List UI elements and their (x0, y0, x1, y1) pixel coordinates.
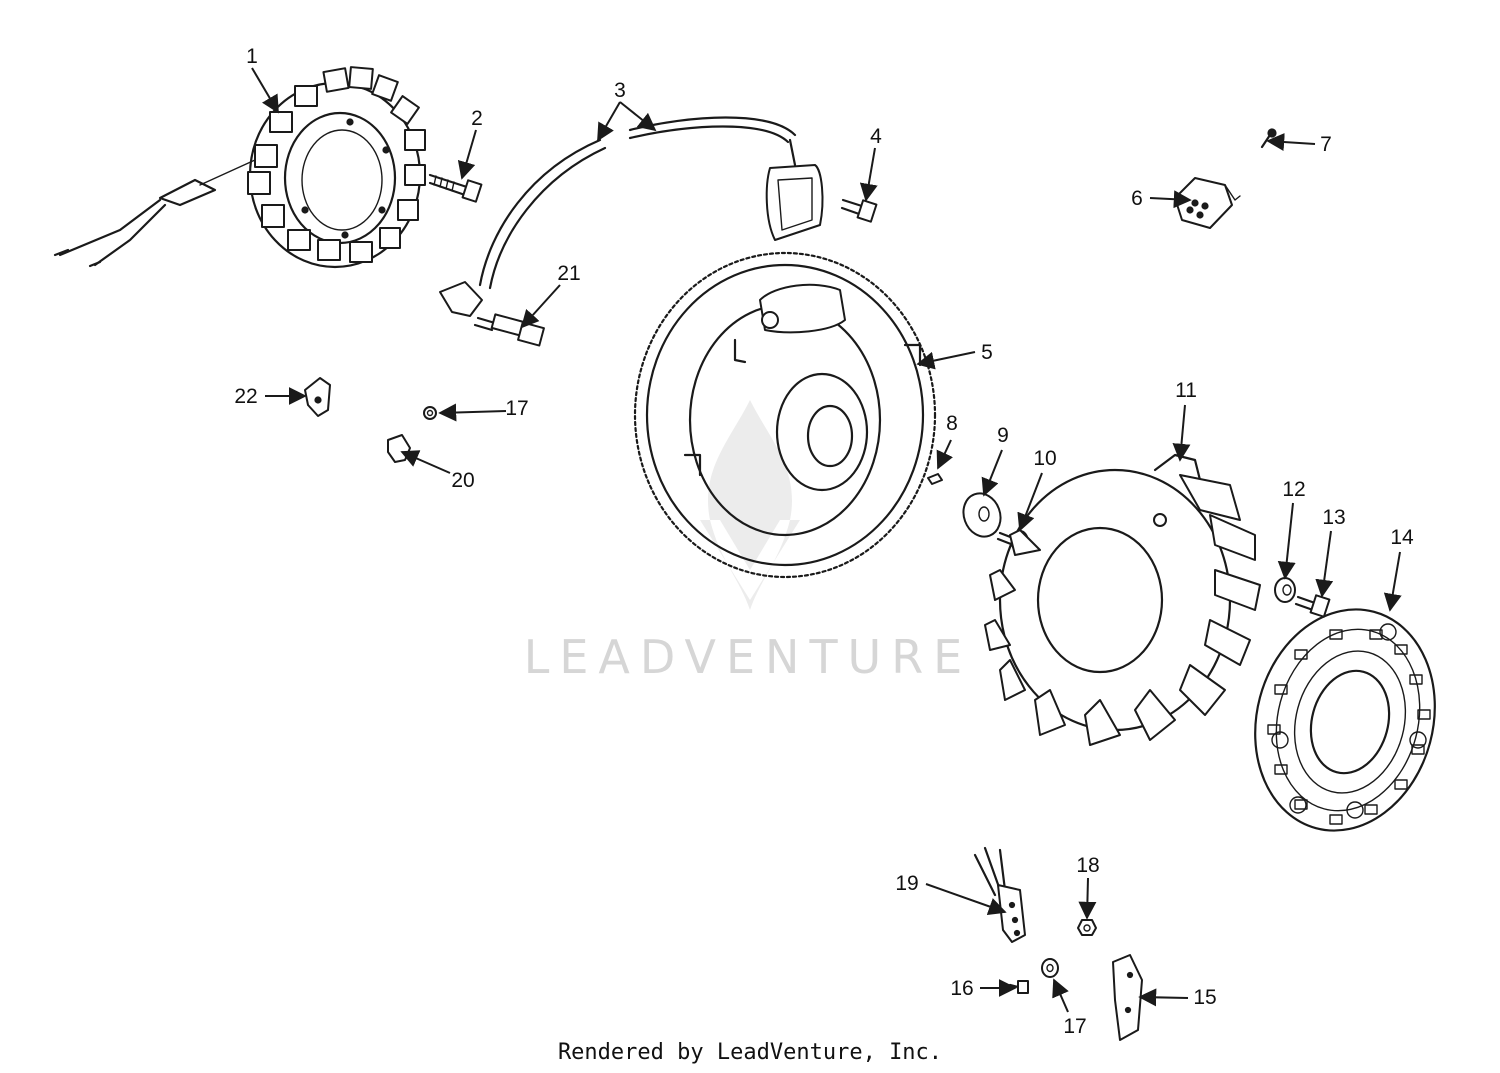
part-bolt-2[interactable] (428, 173, 483, 203)
callout-labels: 1 2 3 4 5 6 7 8 9 10 11 12 13 14 15 16 1… (234, 45, 1414, 1038)
part-clip-20[interactable] (387, 434, 411, 463)
leadventure-logo-icon (700, 400, 800, 610)
callout-19: 19 (895, 872, 918, 895)
callout-17-lower: 17 (1063, 1015, 1086, 1038)
part-spark-plug[interactable] (473, 313, 545, 347)
callout-6: 6 (1131, 187, 1143, 210)
part-key[interactable] (927, 473, 943, 485)
callout-8: 8 (946, 412, 958, 435)
callout-7: 7 (1320, 133, 1332, 156)
leader-lines (251, 67, 1402, 1013)
part-bolt-13[interactable] (1294, 594, 1331, 618)
callout-12: 12 (1282, 478, 1305, 501)
callout-15: 15 (1193, 986, 1216, 1009)
callout-16: 16 (950, 977, 973, 1000)
callout-21: 21 (557, 262, 580, 285)
part-screen[interactable] (1231, 589, 1459, 851)
callout-4: 4 (870, 125, 882, 148)
part-ignition-lead[interactable] (439, 116, 824, 317)
callout-9: 9 (997, 424, 1009, 447)
callout-3: 3 (614, 79, 626, 102)
callout-5: 5 (981, 341, 993, 364)
part-terminal-bracket[interactable] (973, 846, 1026, 943)
part-bolt-4[interactable] (840, 198, 878, 223)
part-clip-22[interactable] (304, 377, 331, 417)
part-stator[interactable] (53, 66, 426, 269)
leadventure-watermark: LEADVENTURE (524, 400, 973, 684)
part-flywheel[interactable] (633, 251, 937, 579)
callout-17-upper: 17 (505, 397, 528, 420)
watermark-text: LEADVENTURE (524, 630, 973, 684)
callout-2: 2 (471, 107, 483, 130)
part-rectifier[interactable] (1174, 177, 1241, 229)
part-washer[interactable] (958, 488, 1007, 542)
callout-1: 1 (246, 45, 258, 68)
callout-14: 14 (1390, 526, 1414, 549)
callout-18: 18 (1076, 854, 1099, 877)
part-screw-7[interactable] (1260, 128, 1277, 149)
callout-10: 10 (1033, 447, 1056, 470)
part-nut-18[interactable] (1077, 919, 1097, 936)
callout-22: 22 (234, 385, 257, 408)
part-bracket-15[interactable] (1112, 954, 1143, 1041)
callout-20: 20 (451, 469, 474, 492)
part-fan[interactable] (984, 453, 1261, 746)
part-nut-17-upper[interactable] (423, 406, 437, 420)
part-washer-17-lower[interactable] (1041, 958, 1059, 978)
callout-11: 11 (1175, 379, 1197, 402)
footer-credit: Rendered by LeadVenture, Inc. (557, 1040, 943, 1065)
part-spacer[interactable] (1274, 577, 1296, 603)
callout-13: 13 (1322, 506, 1345, 529)
